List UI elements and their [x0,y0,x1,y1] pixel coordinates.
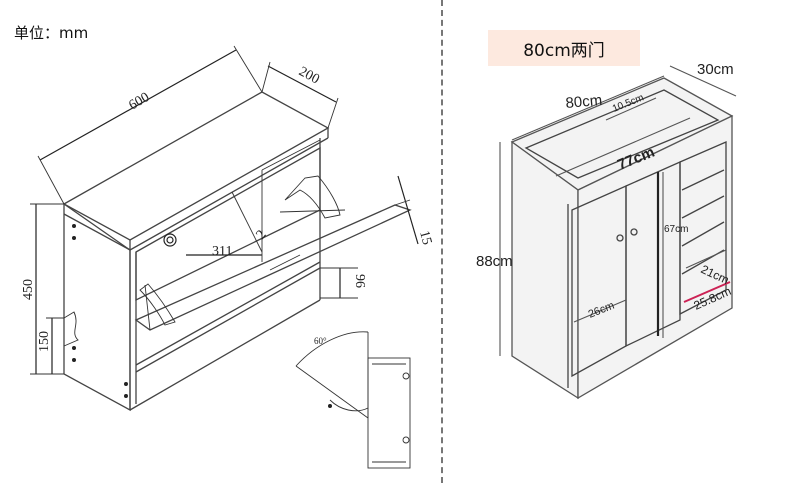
dim-line-200 [267,65,337,103]
knob-icon [163,233,177,247]
cabinet-top-edge [63,213,131,251]
left-cabinet-drawing: 600 200 450 150 311 2 15 96 [21,45,434,469]
dim-line-600 [39,49,237,161]
right-title: 80cm两门 [488,30,640,66]
dim-line-77 [555,117,691,177]
dim-200-label: 200 [296,64,322,87]
dim-line-26 [573,299,627,323]
door-right [625,160,681,348]
dim-line-80 [511,75,665,141]
dim-96-label: 96 [352,274,367,288]
knob-left-icon [616,234,624,242]
shoe-rack-right [284,175,341,219]
dim-line-30 [669,65,737,97]
dim-line-15 [397,175,419,245]
dim-line-10-5 [605,97,657,121]
shoe-rack-left [139,283,176,326]
open-flap [134,204,412,331]
dim-311-label: 311 [212,244,232,259]
dim-88-label: 88cm [476,253,513,270]
dim-150-label: 150 [37,331,52,352]
dim-30-label: 30cm [697,61,734,78]
knob-right-icon [630,228,638,236]
dim-line-25-8 [683,281,731,303]
divider-line [441,0,443,483]
cabinet-front [577,114,733,400]
dim-80-label: 80cm [565,92,603,112]
unit-label: 单位：mm [14,24,89,42]
hinge-detail-inset: 60° [295,331,411,469]
dim-450-label: 450 [21,279,36,300]
dowel-holes [72,224,128,398]
dim-67-label: 67cm [664,224,688,235]
dim-line-21 [685,249,727,269]
angle-label: 60° [314,336,327,346]
right-cabinet-drawing: 80cm 30cm 88cm 10.5cm 77cm 67cm 26cm 21c… [476,61,737,400]
dim-15-label: 15 [416,229,434,246]
